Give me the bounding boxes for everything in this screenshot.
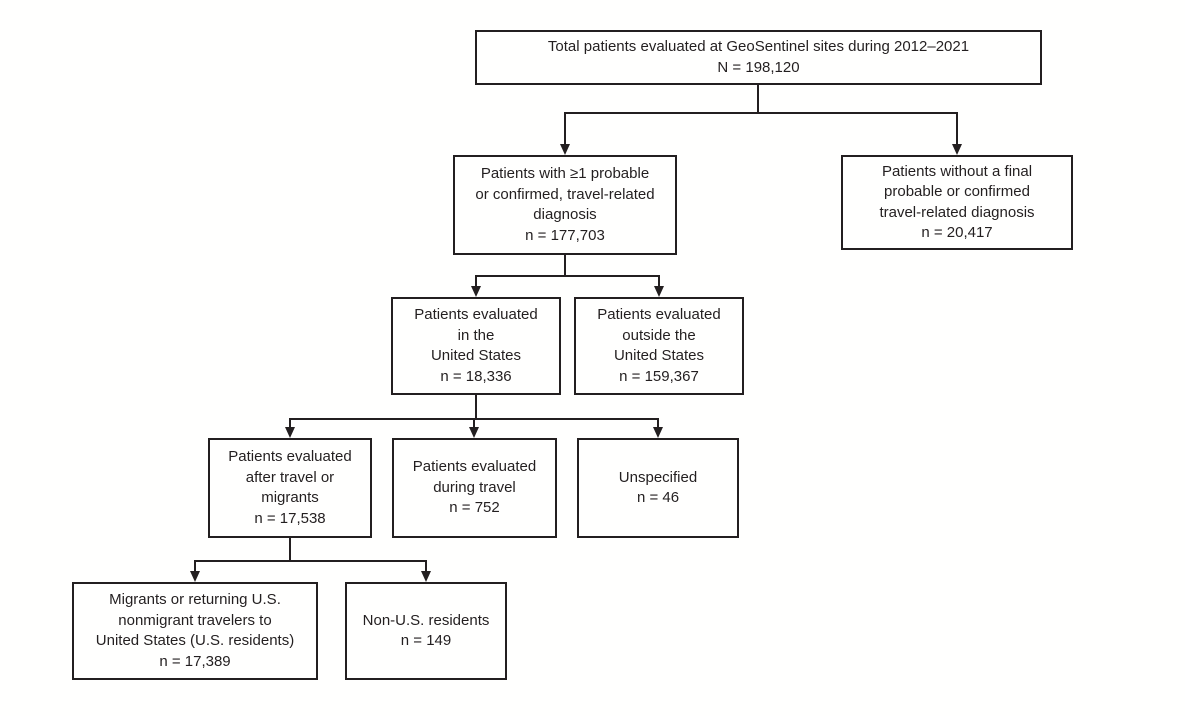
connector-with-diagnosis-rail	[475, 275, 660, 277]
node-us-residents-count: n = 17,389	[159, 652, 231, 670]
connector-total-rail	[564, 112, 958, 114]
node-during-travel: Patients evaluated during travel n = 752	[392, 438, 557, 538]
arrowhead-without-diagnosis	[952, 144, 962, 155]
connector-with-diagnosis-stem	[564, 255, 566, 277]
arrowhead-outside-us	[654, 286, 664, 297]
node-us-residents-label: Migrants or returning U.S. nonmigrant tr…	[95, 591, 295, 649]
node-with-diagnosis: Patients with ≥1 probable or confirmed, …	[453, 155, 677, 255]
connector-drop-non-us-residents	[425, 560, 427, 573]
arrowhead-after-travel	[285, 427, 295, 438]
node-in-us-label: Patients evaluated in the United States	[414, 306, 538, 364]
node-after-travel-label: Patients evaluated after travel or migra…	[228, 448, 352, 506]
node-outside-us-label: Patients evaluated outside the United St…	[597, 306, 721, 364]
connector-drop-in-us	[475, 275, 477, 288]
arrowhead-in-us	[471, 286, 481, 297]
node-without-diagnosis-label: Patients without a final probable or con…	[879, 162, 1035, 221]
arrowhead-unspecified	[653, 427, 663, 438]
connector-in-us-stem	[475, 395, 477, 420]
connector-drop-during-travel	[473, 418, 475, 429]
node-without-diagnosis: Patients without a final probable or con…	[841, 155, 1073, 250]
connector-drop-outside-us	[658, 275, 660, 288]
node-unspecified: Unspecified n = 46	[577, 438, 739, 538]
node-non-us-residents-label: Non-U.S. residents	[362, 611, 490, 629]
node-total-patients: Total patients evaluated at GeoSentinel …	[475, 30, 1042, 85]
connector-drop-after-travel	[289, 418, 291, 429]
connector-after-travel-rail	[194, 560, 427, 562]
connector-drop-with-diagnosis	[564, 112, 566, 144]
connector-total-stem	[757, 85, 759, 114]
node-non-us-residents-count: n = 149	[400, 632, 452, 649]
arrowhead-with-diagnosis	[560, 144, 570, 155]
node-during-travel-label: Patients evaluated during travel	[412, 458, 537, 496]
node-outside-us-count: n = 159,367	[619, 367, 699, 385]
connector-drop-us-residents	[194, 560, 196, 573]
node-total-patients-label: Total patients evaluated at GeoSentinel …	[547, 38, 970, 55]
node-in-us: Patients evaluated in the United States …	[391, 297, 561, 395]
arrowhead-non-us-residents	[421, 571, 431, 582]
node-during-travel-count: n = 752	[449, 499, 500, 517]
node-unspecified-label: Unspecified	[618, 468, 698, 486]
connector-after-travel-stem	[289, 538, 291, 562]
node-outside-us: Patients evaluated outside the United St…	[574, 297, 744, 395]
node-total-patients-count: N = 198,120	[717, 58, 800, 76]
connector-drop-unspecified	[657, 418, 659, 429]
arrowhead-us-residents	[190, 571, 200, 582]
node-with-diagnosis-count: n = 177,703	[525, 226, 605, 244]
node-us-residents: Migrants or returning U.S. nonmigrant tr…	[72, 582, 318, 680]
node-unspecified-count: n = 46	[636, 489, 680, 506]
node-non-us-residents: Non-U.S. residents n = 149	[345, 582, 507, 680]
node-after-travel-count: n = 17,538	[254, 509, 326, 527]
connector-drop-without-diagnosis	[956, 112, 958, 144]
node-after-travel: Patients evaluated after travel or migra…	[208, 438, 372, 538]
node-without-diagnosis-count: n = 20,417	[921, 224, 993, 241]
node-with-diagnosis-label: Patients with ≥1 probable or confirmed, …	[475, 165, 655, 223]
arrowhead-during-travel	[469, 427, 479, 438]
node-in-us-count: n = 18,336	[440, 367, 512, 385]
